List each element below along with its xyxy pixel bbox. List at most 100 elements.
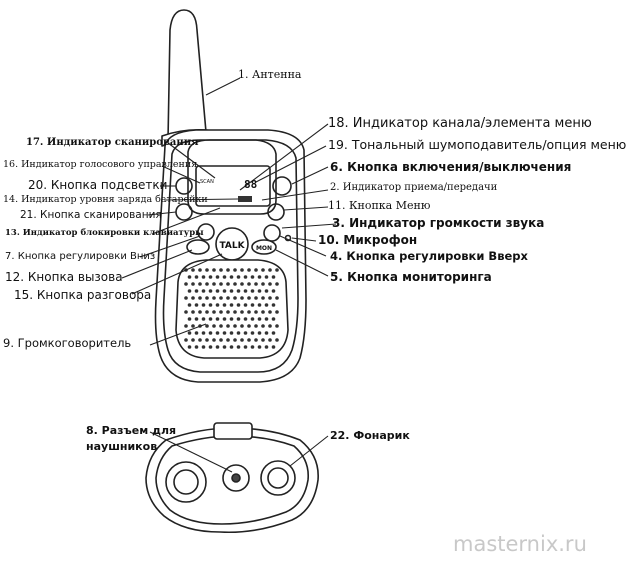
speaker-dot: [247, 338, 251, 342]
speaker-dot: [229, 317, 234, 321]
speaker-dot: [229, 289, 234, 293]
speaker-dot: [243, 303, 248, 307]
mon-button: [251, 239, 277, 255]
speaker-dot: [268, 296, 272, 300]
speaker-dot: [254, 324, 258, 328]
label-microphone: 10. Микрофон: [318, 233, 418, 247]
speaker-dot: [271, 317, 276, 321]
speaker-dot: [205, 296, 209, 300]
speaker-dot: [233, 338, 237, 342]
leader-13: [151, 207, 221, 235]
speaker-dot: [198, 310, 202, 314]
speaker-dot: [212, 296, 216, 300]
speaker-dot: [261, 324, 265, 328]
speaker-dot: [275, 338, 279, 342]
speaker-dot: [215, 331, 220, 335]
speaker-dot: [194, 331, 199, 335]
speaker-dot: [184, 282, 188, 286]
speaker-dot: [222, 289, 227, 293]
speaker-dot: [243, 345, 248, 349]
battery-indicator-bars: [238, 196, 252, 202]
label-speaker: 9. Громкоговоритель: [3, 336, 132, 350]
speaker-dot: [240, 296, 244, 300]
speaker-dot: [264, 317, 269, 321]
speaker-dot: [243, 289, 248, 293]
speaker-dot: [257, 345, 262, 349]
speaker-dot: [254, 282, 258, 286]
speaker-dot: [240, 282, 244, 286]
speaker-dot: [243, 275, 248, 279]
headphone-jack-hole: [231, 473, 241, 483]
leader-8: [149, 431, 233, 473]
speaker-dot: [261, 310, 265, 314]
speaker-dot: [222, 345, 227, 349]
leader-7: [139, 235, 201, 258]
power-button: [272, 176, 292, 196]
speaker-dot: [236, 317, 241, 321]
speaker-dot: [229, 345, 234, 349]
speaker-dot: [236, 303, 241, 307]
speaker-dot: [240, 268, 244, 272]
label-flashlight: 22. Фонарик: [330, 429, 410, 442]
speaker-dot: [264, 345, 269, 349]
speaker-dot: [233, 324, 237, 328]
mon-button-label: MON: [256, 245, 272, 252]
speaker-dot: [271, 331, 276, 335]
label-menu-button: 11. Кнопка Меню: [328, 199, 431, 212]
speaker-dot: [250, 303, 255, 307]
walkie-talkie-diagram: TALK MON SCAN 88: [121, 9, 337, 534]
speaker-dot: [247, 268, 251, 272]
speaker-dot: [271, 345, 276, 349]
speaker-dot: [222, 331, 227, 335]
speaker-dot: [264, 275, 269, 279]
leader-17: [167, 142, 216, 179]
label-up-button: 4. Кнопка регулировки Вверх: [330, 249, 528, 263]
speaker-dot: [219, 282, 223, 286]
speaker-dot: [226, 324, 230, 328]
speaker-dot: [268, 310, 272, 314]
speaker-dot: [198, 268, 202, 272]
belt-clip-tab: [213, 422, 253, 440]
speaker-dot: [194, 289, 199, 293]
label-voice-indicator: 16. Индикатор голосового управления: [3, 159, 198, 170]
speaker-dot: [205, 310, 209, 314]
speaker-dot: [250, 275, 255, 279]
speaker-dot: [184, 310, 188, 314]
speaker-dot: [194, 275, 199, 279]
speaker-dot: [191, 310, 195, 314]
label-headphone-jack-2: наушников: [86, 440, 158, 453]
speaker-dot: [201, 331, 206, 335]
label-rxtx-indicator: 2. Индикатор приема/передачи: [330, 182, 498, 193]
speaker-dot: [191, 282, 195, 286]
speaker-dot: [264, 303, 269, 307]
speaker-dot: [201, 345, 206, 349]
speaker-dot: [243, 317, 248, 321]
watermark: masternix.ru: [453, 532, 587, 556]
speaker-dot: [191, 296, 195, 300]
speaker-dot: [201, 317, 206, 321]
speaker-dot: [261, 296, 265, 300]
menu-button: [267, 203, 285, 221]
speaker-dot: [208, 317, 213, 321]
speaker-dot: [222, 275, 227, 279]
speaker-dot: [240, 338, 244, 342]
speaker-dot: [264, 331, 269, 335]
leader-15: [131, 253, 223, 295]
leader-18: [239, 123, 329, 191]
label-scan-button: 21. Кнопка сканирования: [20, 209, 162, 221]
speaker-dot: [226, 268, 230, 272]
talk-button-label: TALK: [219, 241, 245, 251]
speaker-dot: [208, 289, 213, 293]
label-scan-indicator: 17. Индикатор сканирования: [26, 137, 199, 148]
speaker-dot: [208, 303, 213, 307]
speaker-dot: [184, 324, 188, 328]
speaker-dot: [261, 338, 265, 342]
speaker-dot: [219, 338, 223, 342]
speaker-dot: [219, 324, 223, 328]
speaker-dot: [184, 296, 188, 300]
speaker-dot: [187, 331, 192, 335]
speaker-dot: [201, 275, 206, 279]
leader-4: [279, 235, 327, 257]
speaker-dot: [219, 310, 223, 314]
leader-6: [291, 166, 329, 185]
